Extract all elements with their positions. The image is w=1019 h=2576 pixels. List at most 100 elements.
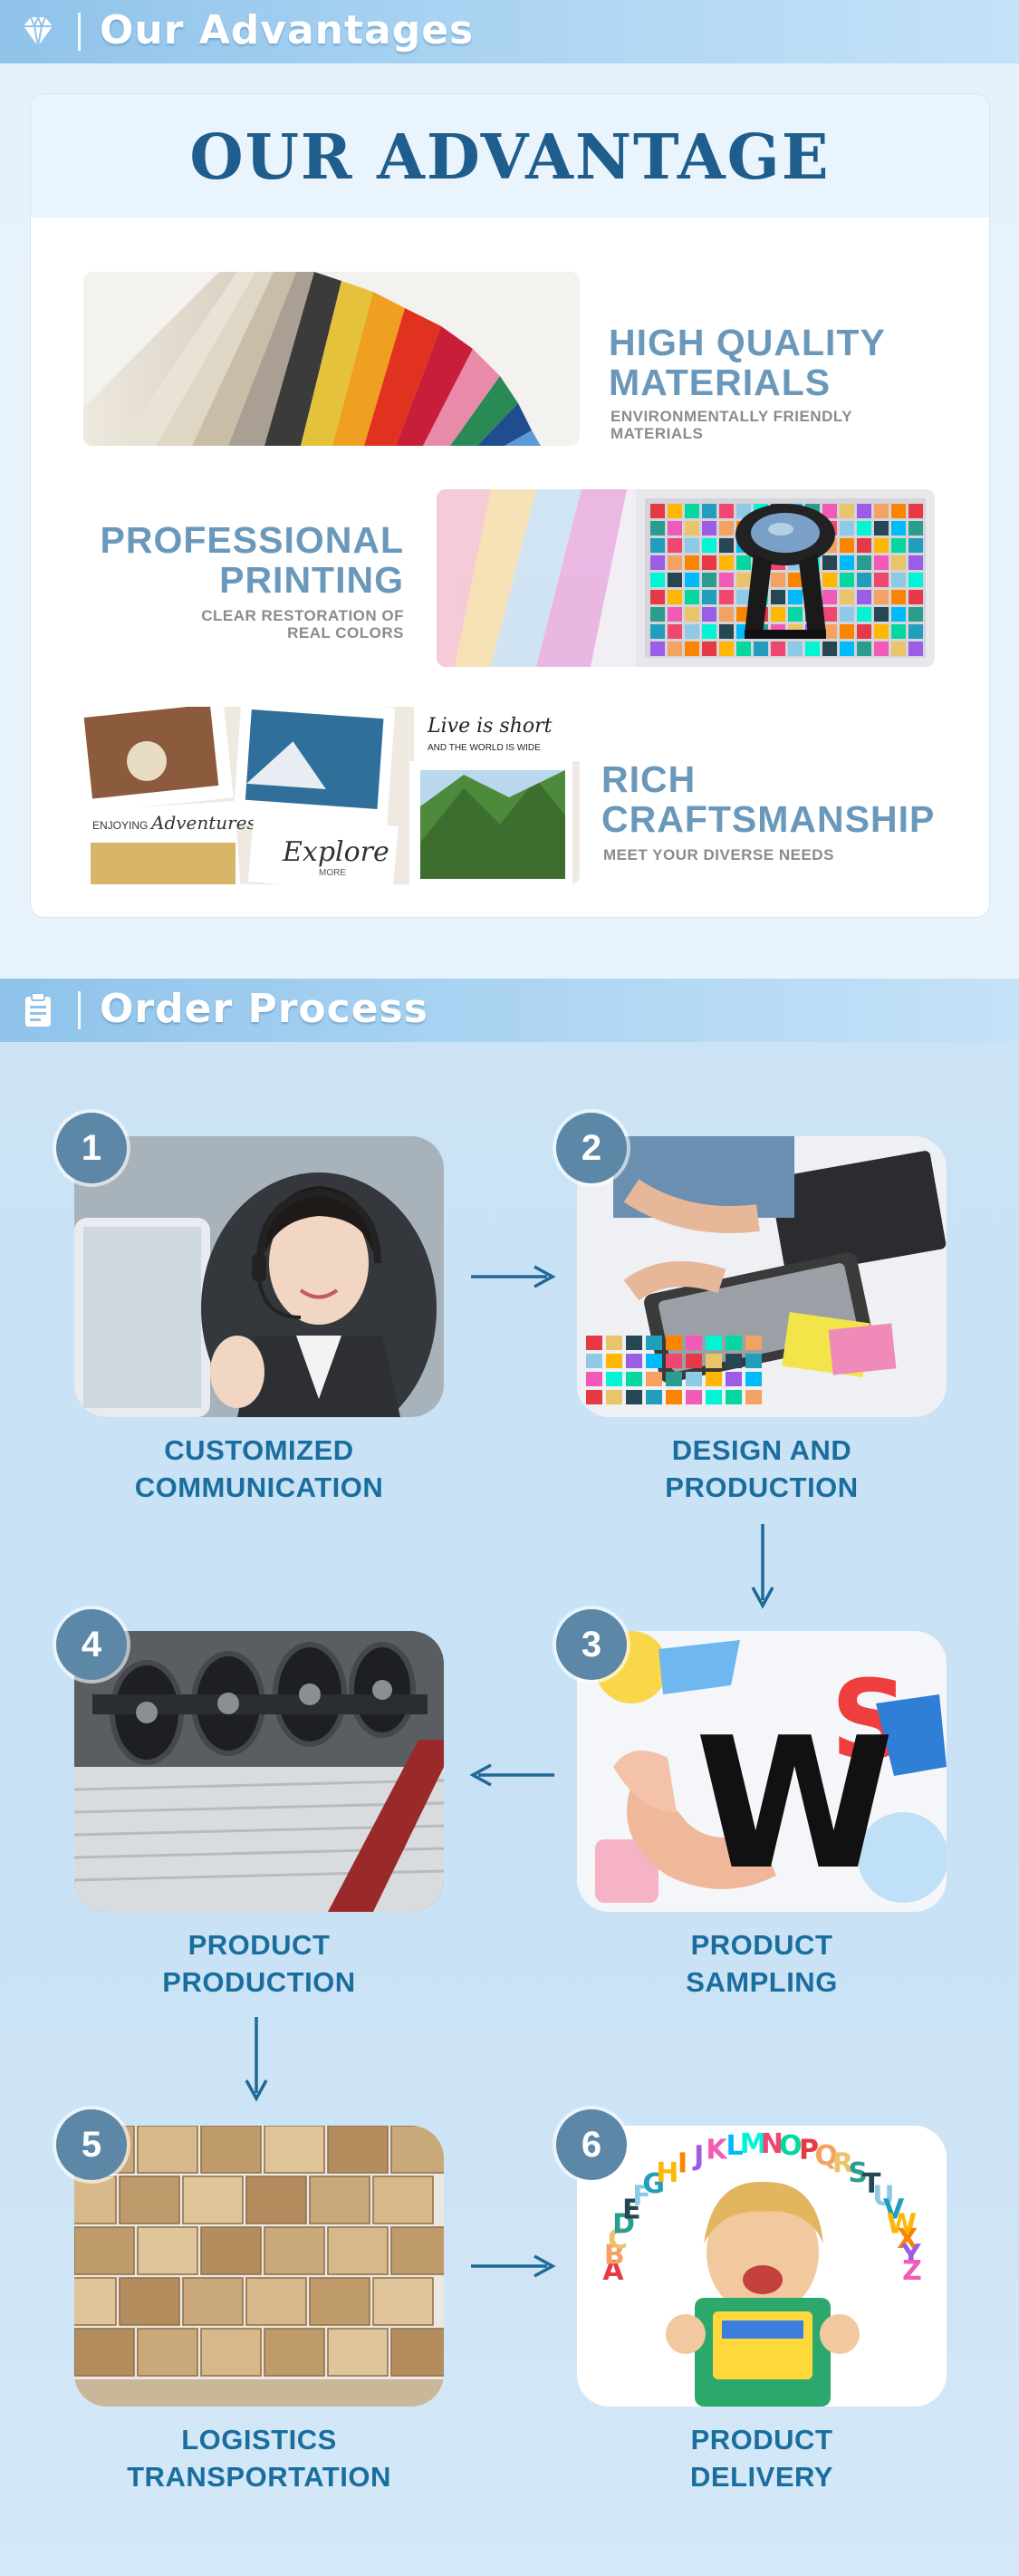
printed-photo-collage-image: Live is short AND THE WORLD IS WIDE ENJO… [83, 707, 580, 884]
clipboard-icon [25, 992, 51, 1027]
alphabet-letter: T [862, 2168, 881, 2200]
color-cell [702, 521, 716, 535]
color-cell [891, 642, 906, 656]
color-cell [685, 504, 699, 518]
swatch-cell [646, 1372, 662, 1386]
color-cell [857, 642, 871, 656]
color-cell [650, 607, 665, 622]
color-cell [702, 555, 716, 570]
swatch-cell [745, 1372, 762, 1386]
cardboard-box [327, 2328, 389, 2377]
color-cell [650, 504, 665, 518]
alphabet-letter: D [612, 2208, 635, 2240]
color-cell [822, 555, 837, 570]
color-cell [719, 624, 734, 639]
swatch-cell [745, 1336, 762, 1350]
cardboard-box [245, 2176, 307, 2224]
step-2-label: DESIGN AND PRODUCTION [665, 1434, 859, 1503]
color-cell [908, 624, 923, 639]
swatch-cell [646, 1390, 662, 1404]
step-5-label: LOGISTICS TRANSPORTATION [127, 2424, 391, 2493]
swatch-cell [626, 1372, 642, 1386]
color-cell [908, 504, 923, 518]
collage-adventures-text: Adventures [149, 812, 256, 834]
swatch-cell [626, 1336, 642, 1350]
paper-swatches-image [83, 272, 580, 446]
step-3-image: S W [577, 1631, 947, 1912]
alphabet-letter: Z [902, 2255, 922, 2287]
color-cell [736, 504, 751, 518]
cardboard-box [264, 2126, 325, 2174]
header-separator [78, 13, 81, 51]
alphabet-letter: A [602, 2255, 624, 2287]
swatch-cell [586, 1390, 602, 1404]
color-cell [857, 607, 871, 622]
color-cell [771, 642, 785, 656]
color-cell [685, 590, 699, 604]
collage-quote-sub: AND THE WORLD IS WIDE [428, 743, 541, 753]
color-cell [891, 590, 906, 604]
advantage-card-title: OUR ADVANTAGE [189, 121, 831, 194]
color-cell [650, 642, 665, 656]
alphabet-letter: R [832, 2148, 853, 2180]
cardboard-box [390, 2328, 444, 2377]
color-cell [874, 555, 889, 570]
alphabet-letter: F [632, 2181, 651, 2213]
color-cell [891, 504, 906, 518]
step-3-label: PRODUCT SAMPLING [686, 1929, 838, 1998]
swatch-cell [606, 1372, 622, 1386]
advantage-card: OUR ADVANTAGE [31, 94, 989, 917]
alphabet-letter: W [887, 2208, 917, 2240]
color-cell [650, 590, 665, 604]
step-6-label: PRODUCT DELIVERY [690, 2424, 833, 2493]
advantage-3-title: RICH CRAFTSMANSHIP [601, 758, 936, 840]
swatch-cell [586, 1372, 602, 1386]
swatch-cell [626, 1390, 642, 1404]
color-cell [891, 521, 906, 535]
cardboard-box [137, 2126, 198, 2174]
cardboard-box [309, 2277, 370, 2326]
color-cell [908, 521, 923, 535]
cardboard-box [309, 2176, 370, 2224]
color-cell [822, 573, 837, 587]
alphabet-letter: C [608, 2224, 628, 2255]
color-cell [736, 573, 751, 587]
color-cell [668, 504, 682, 518]
alphabet-letter: Y [900, 2239, 922, 2271]
color-cell [840, 521, 854, 535]
step-6-badge: 6 [556, 2109, 627, 2180]
alphabet-letter: L [726, 2130, 744, 2162]
color-cell [840, 538, 854, 553]
color-cell [822, 590, 837, 604]
color-cell [685, 573, 699, 587]
arrow-down-2-3 [751, 1524, 774, 1609]
color-cell [908, 538, 923, 553]
alphabet-letter: I [678, 2148, 687, 2180]
color-cell [874, 624, 889, 639]
color-cell [668, 521, 682, 535]
swatch-cell [606, 1354, 622, 1368]
swatch-cell [726, 1390, 742, 1404]
color-cell [702, 642, 716, 656]
swatch-cell [626, 1354, 642, 1368]
step-1-badge: 1 [56, 1113, 127, 1183]
advantage-2-subtitle: CLEAR RESTORATION OF REAL COLORS [201, 607, 404, 642]
color-cell [702, 624, 716, 639]
arrow-left-3-4 [469, 1763, 554, 1787]
color-cell [908, 590, 923, 604]
arrow-right-5-6 [471, 2254, 556, 2278]
alphabet-letter: X [897, 2224, 918, 2255]
cardboard-box [372, 2277, 434, 2326]
color-cell [736, 642, 751, 656]
swatch-cell [606, 1336, 622, 1350]
color-cell [754, 642, 768, 656]
color-cell [719, 642, 734, 656]
swatch-cell [646, 1354, 662, 1368]
color-cell [857, 521, 871, 535]
color-cell [908, 573, 923, 587]
color-cell [874, 504, 889, 518]
swatch-cell [706, 1372, 722, 1386]
cardboard-box [327, 2226, 389, 2275]
arrow-down-4-5 [245, 2017, 268, 2102]
swatch-cell [686, 1390, 702, 1404]
